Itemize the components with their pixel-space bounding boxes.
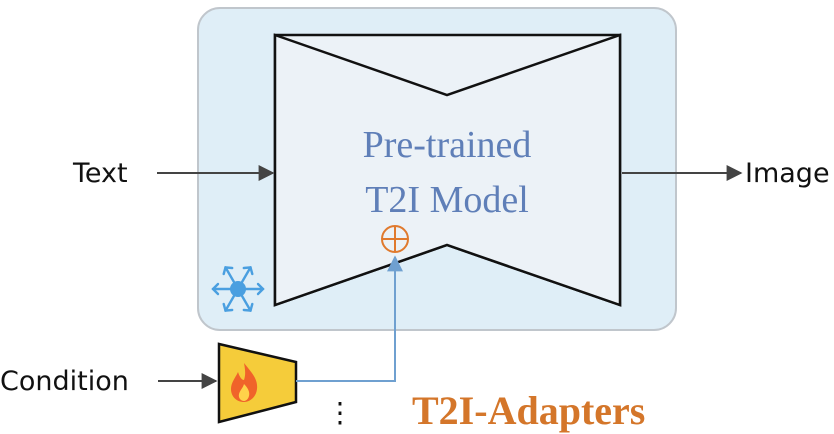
adapter-connector-arrow [296,255,403,382]
fire-icon [231,363,258,402]
snowflake-icon [211,266,265,312]
more-adapters-indicator: ⋮ [326,396,354,429]
adapter-title: T2I-Adapters [412,388,645,433]
model-shape-outline [273,33,622,307]
condition-input-label: Condition [0,366,129,397]
image-output-label: Image [745,158,830,189]
add-symbol [381,225,409,253]
adapter-block [217,342,298,424]
model-label-line1: Pre-trained [363,124,532,166]
text-input-label: Text [72,158,128,189]
model-label-line2: T2I Model [365,179,529,221]
